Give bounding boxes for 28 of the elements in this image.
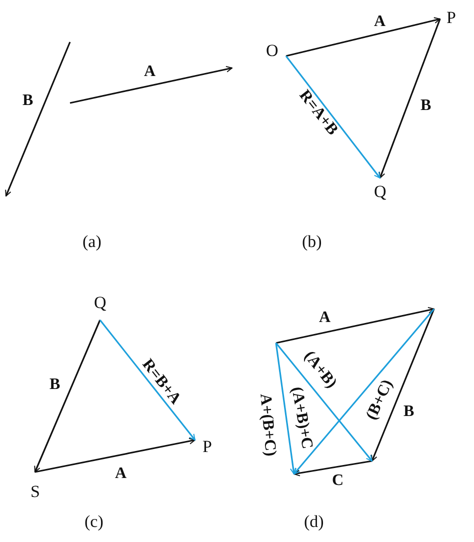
vector-label: B [22, 93, 34, 109]
panel-caption: (c) [84, 512, 104, 530]
point-label: P [202, 438, 212, 454]
vector-label: A [374, 14, 386, 30]
vector-arrow [285, 56, 381, 178]
point-label: Q [374, 182, 386, 200]
point-label: P [446, 8, 456, 26]
panel-caption: (d) [304, 512, 324, 530]
vector-arrow [99, 320, 196, 440]
vector-label: B [50, 377, 60, 393]
panel-caption: (b) [302, 232, 322, 250]
point-label: Q [94, 294, 106, 310]
vector-label: A [319, 310, 331, 326]
vector-label: B [420, 98, 432, 114]
vector-label: A [115, 466, 127, 482]
vector-label: A+(B+C) [256, 393, 278, 457]
vector-label: (B+C) [364, 378, 396, 422]
vector-label: (A+B)+C [288, 386, 314, 450]
point-label: S [30, 482, 40, 500]
vector-arrow [34, 320, 101, 472]
vector-label: B [404, 404, 414, 420]
vector-arrow [378, 18, 441, 178]
point-label: O [266, 42, 278, 58]
vector-arrow [34, 438, 196, 473]
vector-label: A [144, 64, 156, 80]
panel-caption: (a) [82, 232, 102, 250]
vector-arrow [286, 17, 440, 57]
vector-label: C [332, 473, 344, 489]
